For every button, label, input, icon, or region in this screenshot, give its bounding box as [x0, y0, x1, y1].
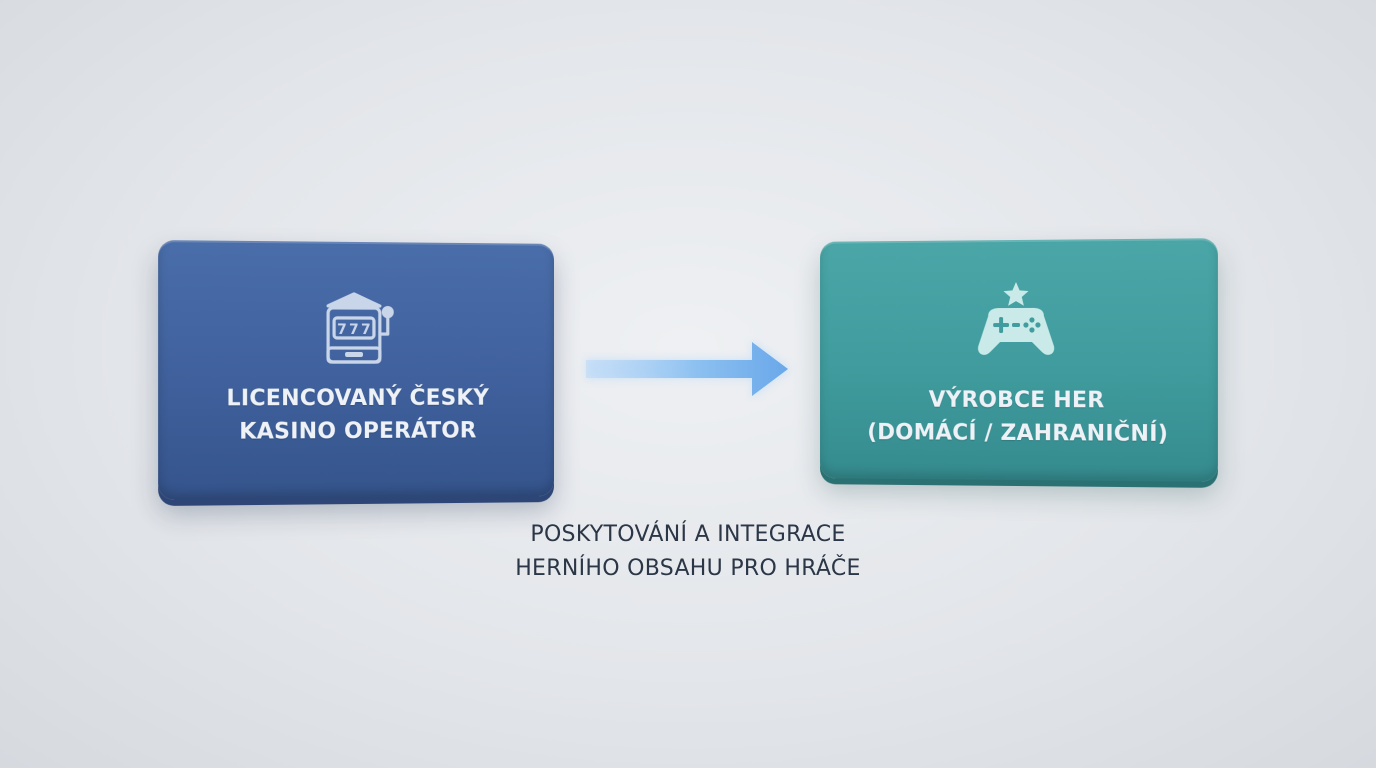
arrow-right-icon: [586, 341, 790, 397]
gamepad-star-icon: [978, 282, 1055, 355]
svg-text:7: 7: [349, 322, 359, 338]
game-producer-card: VÝROBCE HER (DOMÁCÍ / ZAHRANIČNÍ): [820, 238, 1218, 482]
slot-machine-icon: 7 7 7: [325, 292, 395, 365]
game-producer-label: VÝROBCE HER (DOMÁCÍ / ZAHRANIČNÍ): [867, 387, 1169, 447]
relationship-caption: POSKYTOVÁNÍ A INTEGRACE HERNÍHO OBSAHU P…: [515, 522, 861, 581]
svg-text:7: 7: [337, 322, 347, 338]
casino-operator-card: 7 7 7 LICENCOVANÝ ČESKÝ KASINO OPERÁTOR: [158, 240, 555, 500]
svg-text:7: 7: [361, 322, 371, 338]
casino-operator-label: LICENCOVANÝ ČESKÝ KASINO OPERÁTOR: [226, 385, 489, 445]
